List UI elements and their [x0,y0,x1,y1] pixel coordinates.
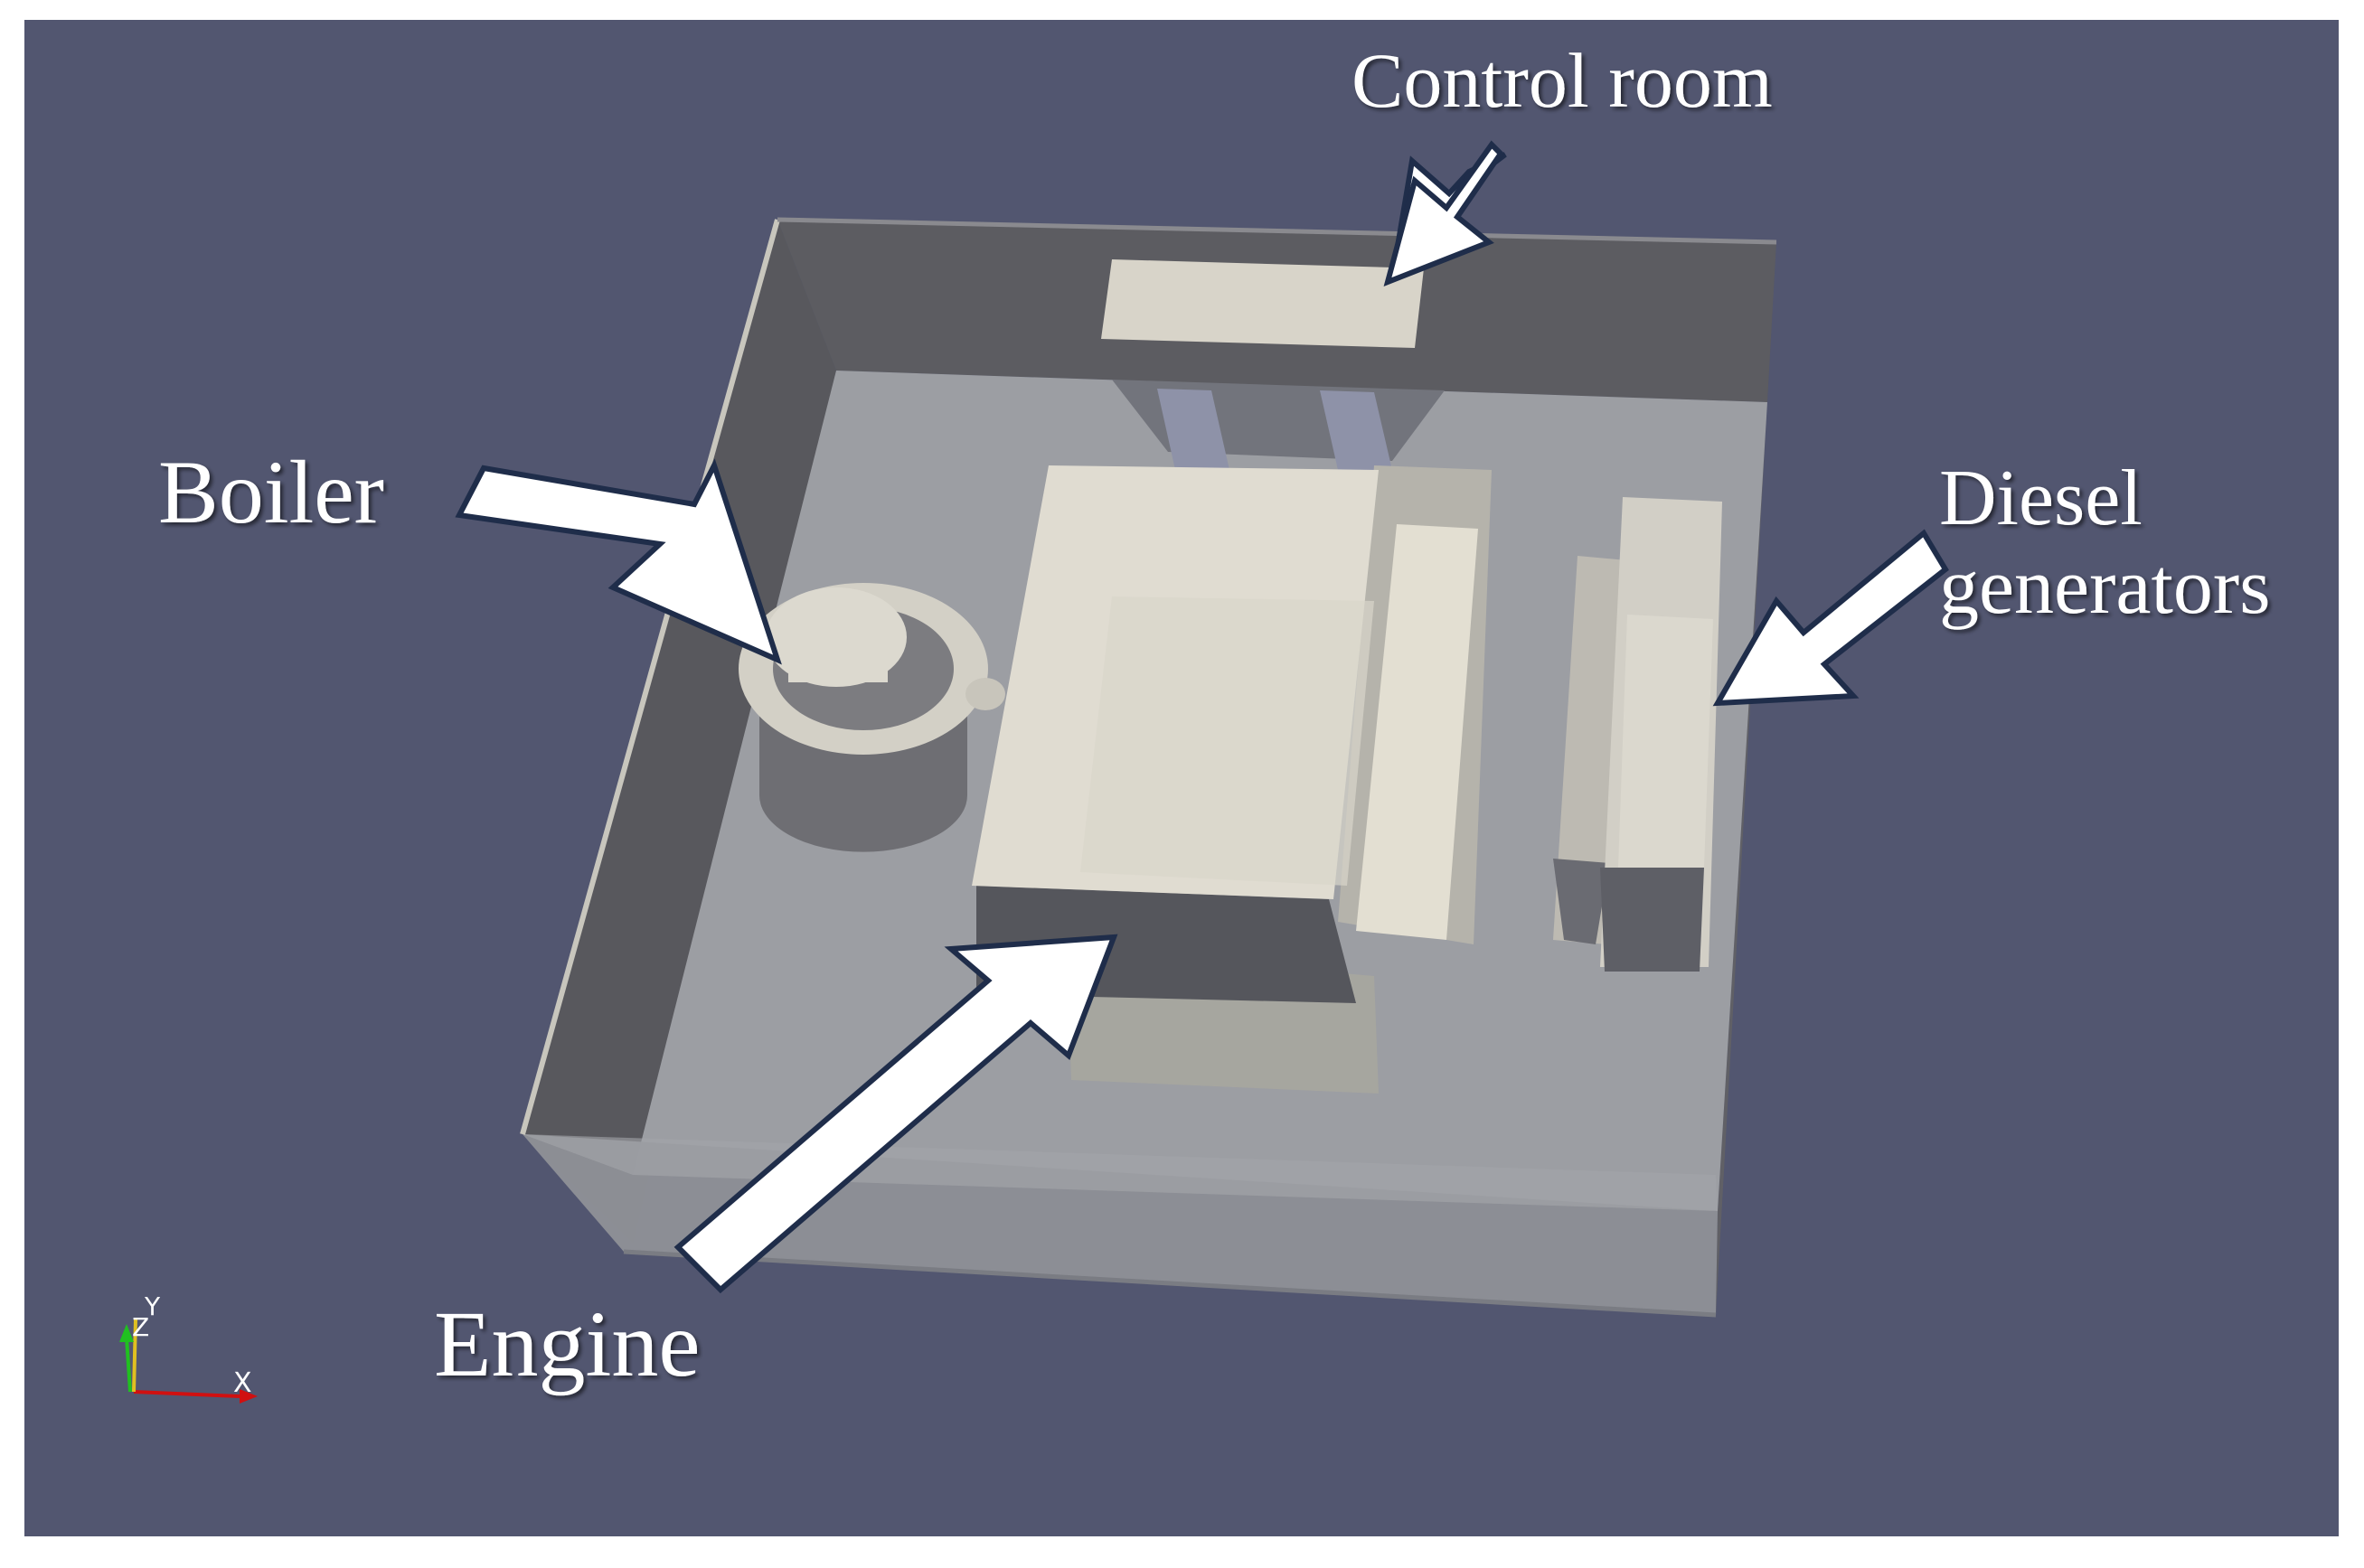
diesel-generators-arrow [1712,529,1949,707]
diesel-label-line1: Diesel [1939,455,2143,542]
boiler-label: Boiler [158,442,384,542]
boiler-arrow [455,458,782,665]
room-left-wall [523,220,836,1243]
boiler-model [739,583,1005,852]
labels: Control room Boiler Diesel generators En… [158,37,2270,1396]
control-room-model [1101,259,1445,470]
axis-z-label: Z [132,1312,149,1342]
engine-label: Engine [434,1292,701,1396]
axis-x-label: X [233,1367,252,1399]
diesel-label-line2: generators [1939,543,2270,631]
diesel-generators-model [1553,497,1722,972]
engine-arrow [673,934,1118,1294]
control-room-label: Control room [1352,37,1773,124]
orientation-axes: X Y Z [119,1291,258,1404]
axis-y-label: Y [144,1291,161,1321]
engine-model [972,465,1492,1094]
room-bottom-edge [623,1249,1717,1318]
room-top-edge [777,217,1777,245]
arrows [455,140,1949,1294]
room-left-edge [520,219,780,1135]
room-right-wall [1716,242,1776,1315]
